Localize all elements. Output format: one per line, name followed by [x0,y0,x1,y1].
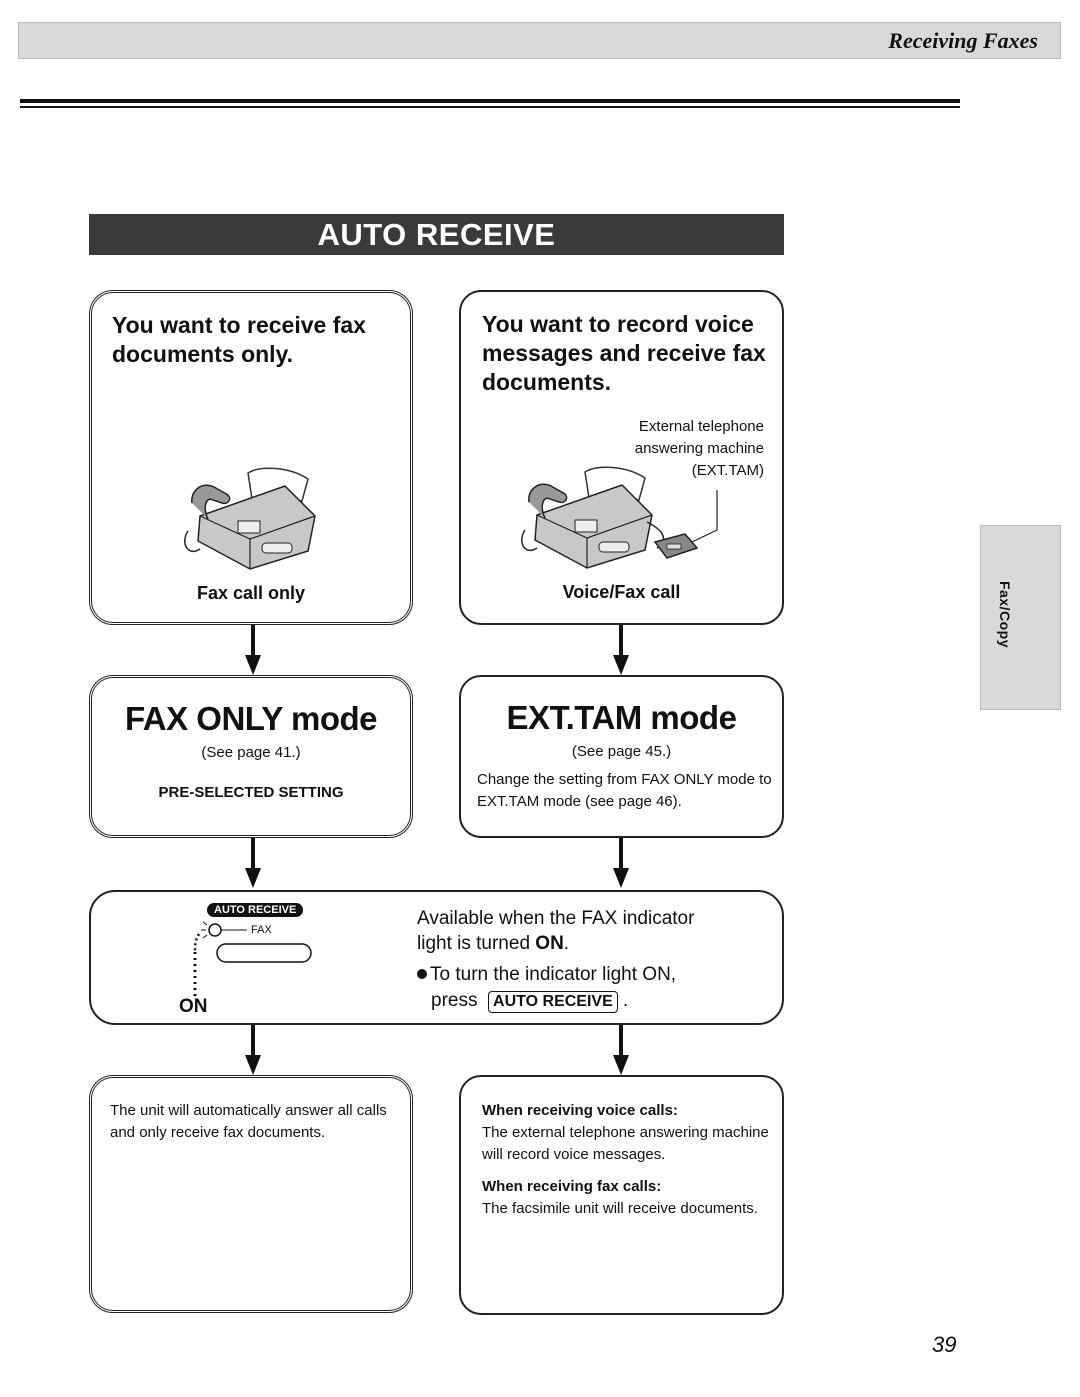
availability-period: . [563,933,570,954]
section-title: Receiving Faxes [888,28,1038,53]
fax-only-result-box: The unit will automatically answer all c… [89,1075,413,1313]
ext-tam-see-page: (See page 45.) [571,743,672,760]
indicator-light-icon [193,921,312,998]
page-title: AUTO RECEIVE [89,214,784,255]
ext-tam-question: You want to record voice messages and re… [482,311,766,395]
press-period: . [623,990,629,1011]
flow-arrow-line [251,1025,255,1055]
flow-arrow-head [245,655,261,675]
availability-line-2: light is turned ON. [417,931,694,956]
fax-only-question-box: You want to receive fax documents only. … [89,290,413,625]
voice-calls-text: The external telephone answering machine… [482,1124,769,1163]
auto-receive-key: AUTO RECEIVE [488,991,618,1013]
fax-calls-heading: When receiving fax calls: [482,1178,662,1195]
ext-tam-mode-box: EXT.TAM mode (See page 45.) Change the s… [459,675,784,838]
flow-arrow-head [245,1055,261,1075]
voice-calls-heading: When receiving voice calls: [482,1102,678,1119]
flow-arrow-line [251,838,255,868]
fax-only-result-text: The unit will automatically answer all c… [110,1102,387,1141]
bullet-line-2: press AUTO RECEIVE . [417,988,676,1014]
fax-indicator-label: FAX [251,924,272,936]
header-bar: Receiving Faxes [18,22,1061,59]
ext-tam-caption: Voice/Fax call [562,582,681,602]
auto-receive-panel: AUTO RECEIVE FAX ON Available when the F… [89,890,784,1025]
availability-note: Available when the FAX indicator light i… [417,906,694,956]
ext-tam-label-3: (EXT.TAM) [691,462,764,479]
side-tab-label: Fax/Copy [997,581,1013,649]
fax-only-mode-box: FAX ONLY mode (See page 41.) PRE-SELECTE… [89,675,413,838]
ext-tam-result-box: When receiving voice calls: The external… [459,1075,784,1315]
ext-tam-mode-title: EXT.TAM mode [506,699,737,736]
fax-with-answering-machine-icon [521,466,718,569]
divider-rule-thin [20,106,960,108]
ext-tam-question-box: You want to record voice messages and re… [459,290,784,625]
ext-tam-callout: External telephone answering machine (EX… [635,416,764,482]
fax-machine-icon [184,467,316,570]
ext-tam-label-2: answering machine [634,440,764,457]
flow-arrow-line [619,838,623,868]
flow-arrow-head [613,655,629,675]
ext-tam-result: When receiving voice calls: The external… [482,1100,777,1220]
fax-only-caption: Fax call only [196,583,306,603]
auto-receive-button-label: AUTO RECEIVE [207,903,304,917]
availability-line-2-text: light is turned [417,933,536,954]
side-tab: Fax/Copy [980,525,1061,710]
fax-only-question: You want to receive fax documents only. [112,312,366,367]
availability-on-bold: ON [535,933,564,954]
bullet-text: To turn the indicator light ON, [430,964,677,985]
page-number: 39 [932,1332,957,1357]
fax-only-mode-title: FAX ONLY mode [124,700,378,737]
ext-tam-change-note: Change the setting from FAX ONLY mode to… [477,771,772,810]
fax-calls-text: The facsimile unit will receive document… [482,1200,758,1217]
divider-rule [20,99,960,103]
bullet-dot-icon [417,969,427,979]
flow-arrow-head [245,868,261,888]
flow-arrow-line [619,625,623,655]
fax-only-see-page: (See page 41.) [201,744,301,761]
on-label: ON [179,996,208,1017]
preselected-setting: PRE-SELECTED SETTING [158,784,344,801]
press-text: press [431,990,478,1011]
flow-arrow-line [619,1025,623,1055]
bullet-line-1: To turn the indicator light ON, [417,962,676,988]
flow-arrow-head [613,868,629,888]
instruction-bullet: To turn the indicator light ON, press AU… [417,962,676,1014]
flow-arrow-head [613,1055,629,1075]
availability-line-1: Available when the FAX indicator [417,908,695,929]
flow-arrow-line [251,625,255,655]
ext-tam-label-1: External telephone [638,418,764,435]
